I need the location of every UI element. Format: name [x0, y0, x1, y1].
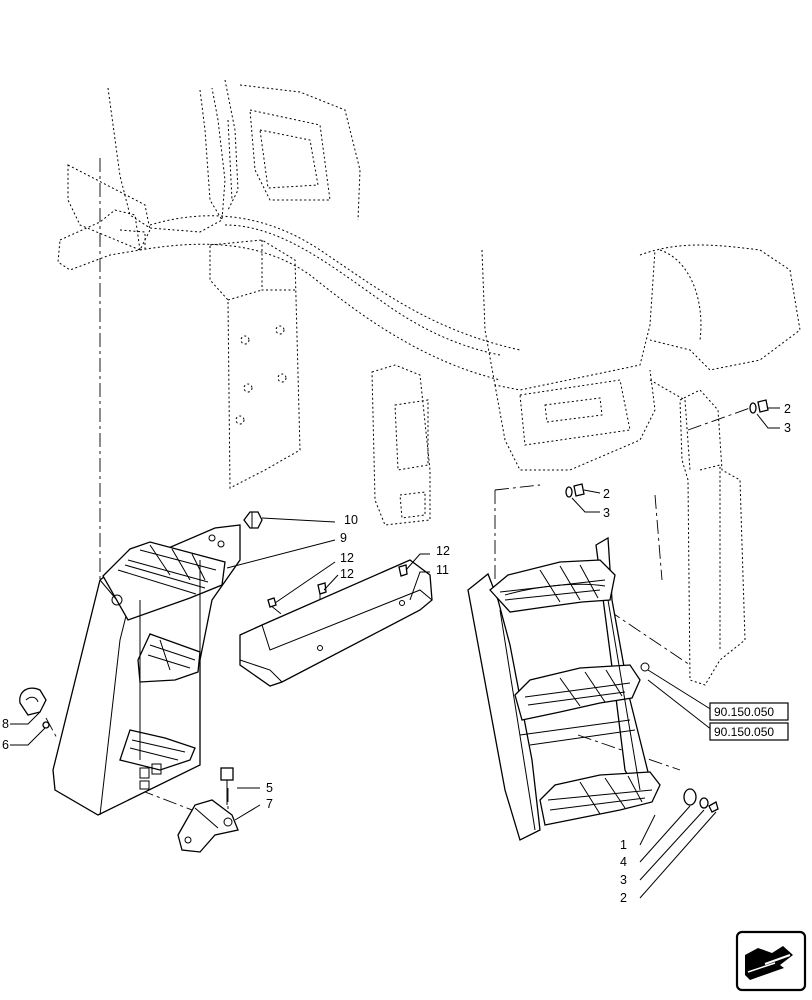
callout-8: 8	[2, 717, 9, 731]
callout-12: 12	[340, 551, 354, 565]
cover-plate-11	[239, 559, 433, 687]
right-step-ladder	[467, 536, 661, 841]
bolt-10	[243, 511, 263, 529]
callout-9: 9	[340, 531, 347, 545]
reference-code[interactable]: 90.150.050	[714, 725, 774, 739]
callout-labels: 10 9 12 12 12 11 8 6 5 7 2 3 2 3 1 4 3 2	[2, 402, 791, 905]
callout-1: 1	[620, 838, 627, 852]
fasteners-mid	[565, 399, 769, 498]
leader-lines	[10, 407, 780, 899]
bolt-5	[220, 767, 234, 805]
reference-box-1[interactable]: 90.150.050	[709, 702, 789, 721]
reference-box-2[interactable]: 90.150.050	[709, 722, 789, 741]
screws-12	[267, 564, 408, 608]
fasteners-bottom	[683, 788, 719, 813]
left-step-ladder	[52, 524, 241, 816]
callout-5: 5	[266, 781, 273, 795]
chassis-frame-outline	[57, 79, 801, 686]
callout-11: 11	[436, 563, 449, 577]
reference-code[interactable]: 90.150.050	[714, 705, 774, 719]
callout-3: 3	[620, 873, 627, 887]
callout-12: 12	[436, 544, 450, 558]
callout-4: 4	[620, 855, 627, 869]
callout-2: 2	[784, 402, 791, 416]
callout-6: 6	[2, 738, 9, 752]
bracket-7	[177, 799, 239, 853]
callout-2: 2	[603, 487, 610, 501]
callout-2: 2	[620, 891, 627, 905]
callout-3: 3	[603, 506, 610, 520]
screw-6	[42, 721, 50, 729]
callout-10: 10	[344, 513, 358, 527]
clip-8	[19, 687, 47, 716]
next-page-arrow-icon[interactable]	[735, 930, 807, 992]
callout-12: 12	[340, 567, 354, 581]
callout-7: 7	[266, 797, 273, 811]
callout-3: 3	[784, 421, 791, 435]
